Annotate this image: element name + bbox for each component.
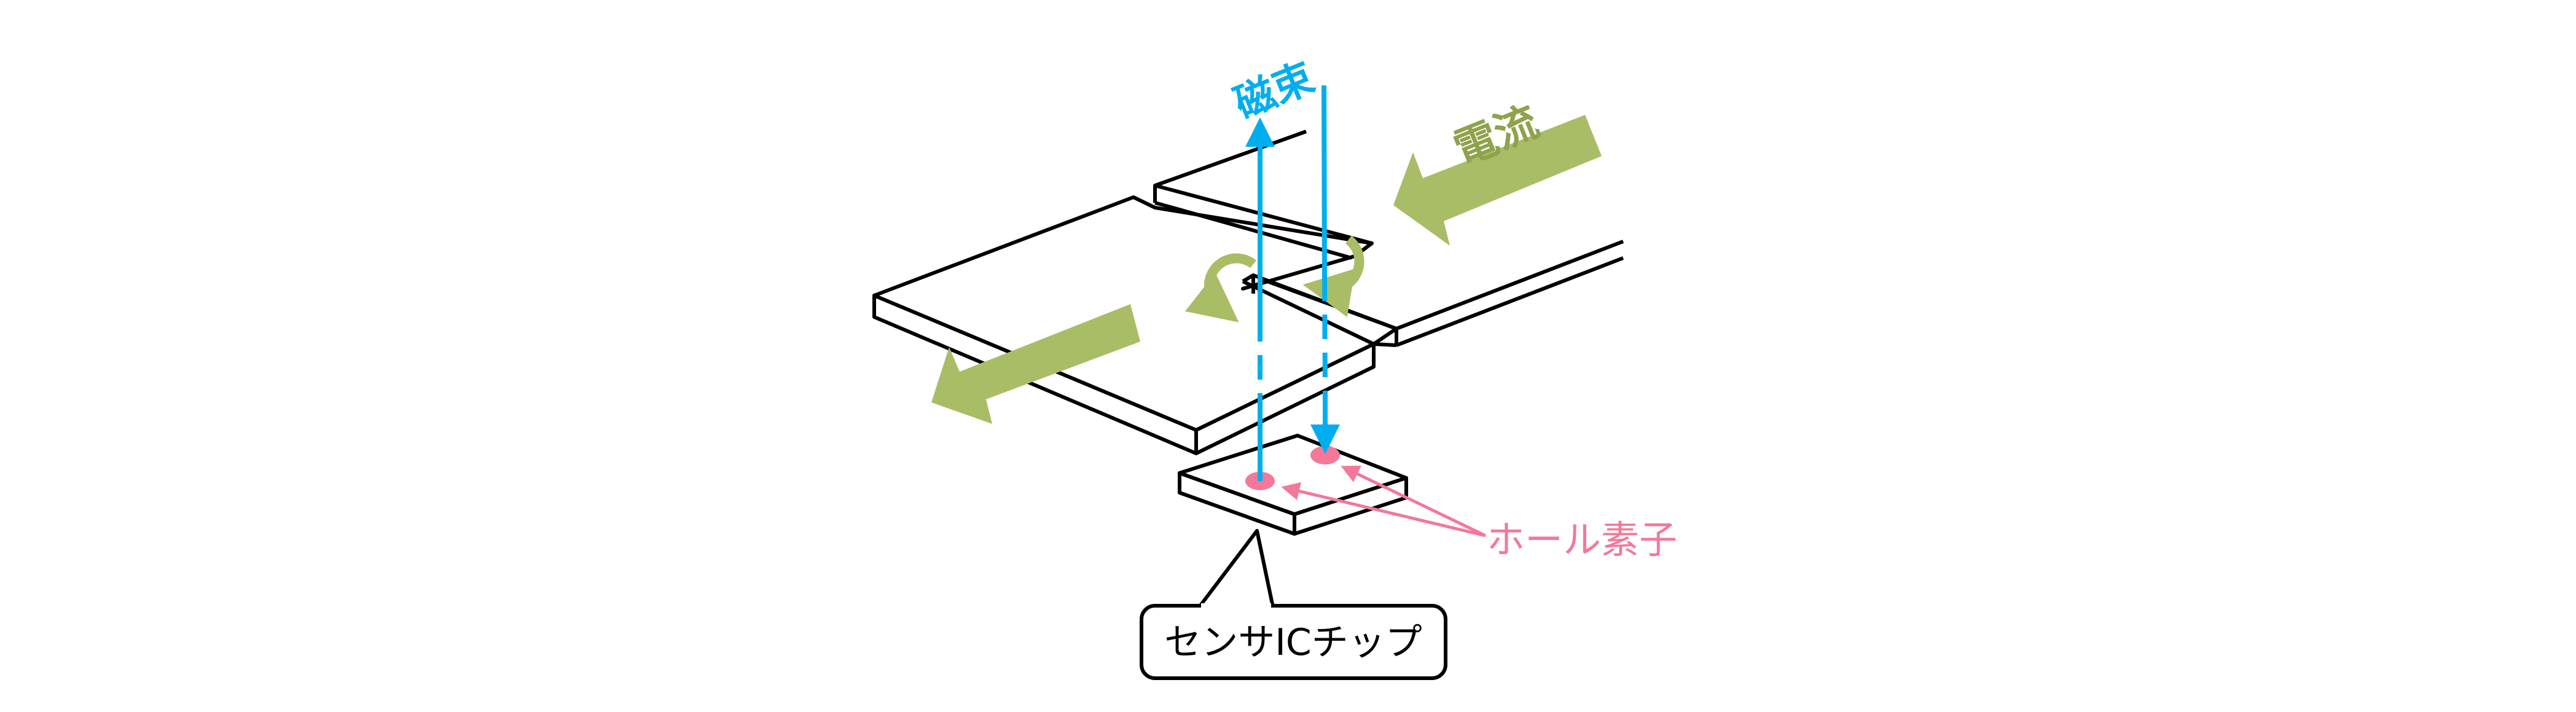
curved-field-arrow-right	[1302, 235, 1364, 318]
hall-element-dot	[1310, 446, 1340, 464]
current-arrow-out	[931, 304, 1140, 424]
hall-pointer-arrow	[1281, 482, 1486, 538]
current-arrow-in	[1393, 115, 1602, 246]
sensor-ic-chip	[1178, 434, 1408, 536]
curved-field-arrow-left	[1184, 253, 1256, 323]
flux-label: 磁束	[1227, 53, 1320, 128]
hall-element-label: ホール素子	[1487, 517, 1677, 562]
sensor-chip-label: センサICチップ	[1164, 621, 1422, 664]
hall-pointer-arrow	[1341, 466, 1487, 538]
callout-tail	[1197, 529, 1275, 608]
sensor-chip-callout-box	[1140, 604, 1447, 680]
flux-line-down	[1310, 85, 1340, 454]
